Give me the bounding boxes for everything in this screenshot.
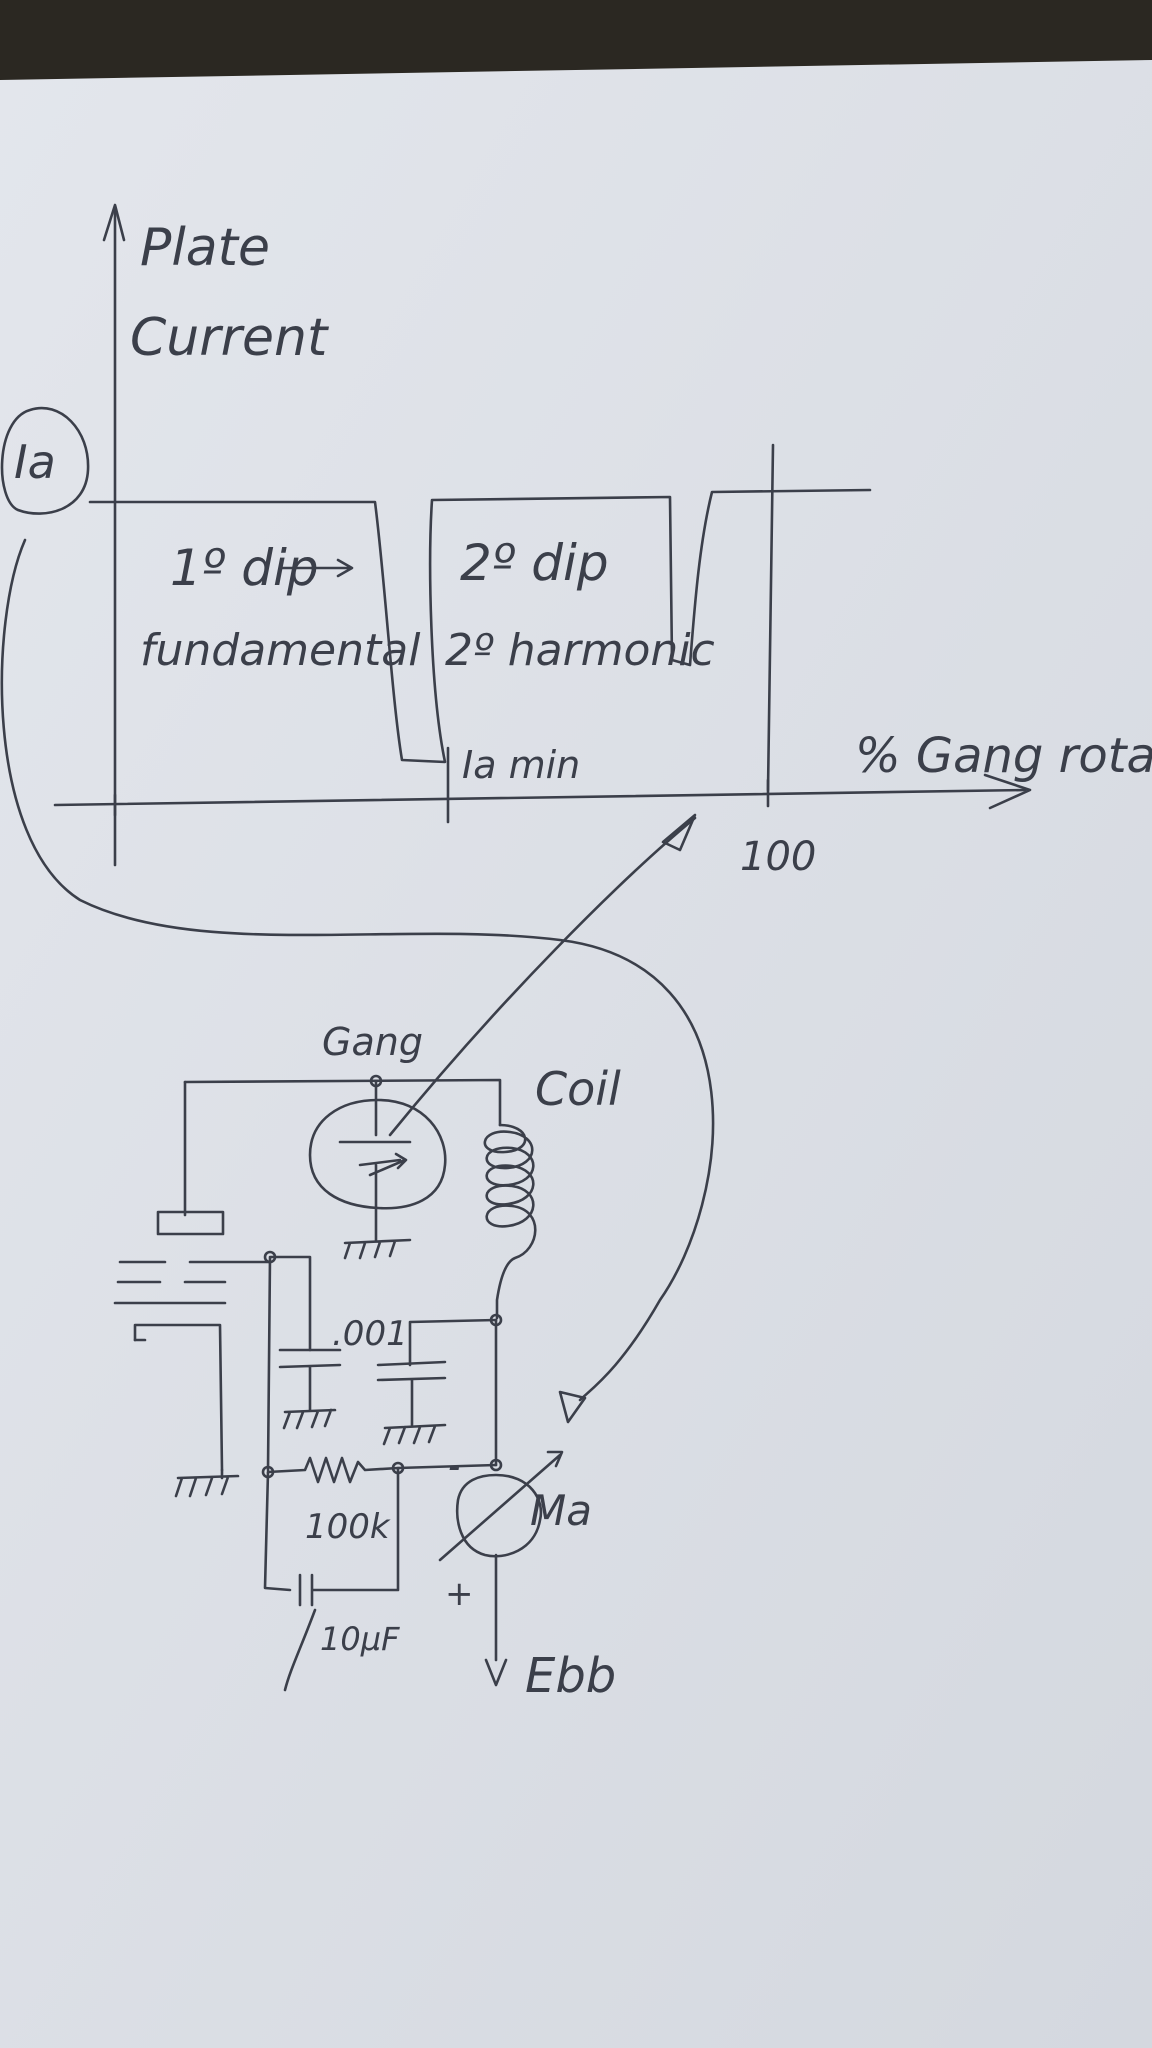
gang-capacitor-body [308, 1098, 447, 1210]
y-axis-label-current: Current [130, 308, 329, 368]
meter-plus: + [445, 1574, 474, 1614]
iamin-label: Ia min [462, 743, 580, 787]
gang-capacitor-plates [338, 1079, 412, 1242]
dip2-line2: 2º harmonic [445, 625, 715, 676]
cap-wire [266, 1255, 312, 1472]
y-axis-arrowhead [102, 203, 126, 242]
rc-network [263, 1466, 400, 1607]
ia-marker-text: Ia [14, 435, 56, 489]
cap-10uf-label: 10µF [320, 1620, 400, 1658]
dip1-line1: 1º dip [170, 539, 319, 597]
x-axis-arrowhead [983, 773, 1032, 810]
x-tick-100-label: 100 [740, 834, 816, 880]
y-axis-label-plate: Plate [140, 218, 270, 278]
antenna-plate [156, 1210, 225, 1236]
meter-minus: - [448, 1447, 460, 1487]
meter-arrow [438, 1450, 564, 1562]
paper-sheet [0, 60, 1152, 2048]
meter-circle [456, 1473, 543, 1558]
gang-label: Gang [322, 1020, 423, 1064]
dip1-arrow [278, 558, 354, 578]
cap-001 [278, 1348, 342, 1412]
dip2-line1: 2º dip [460, 534, 609, 592]
ia-marker-circle [0, 406, 90, 515]
left-bracket [133, 1323, 224, 1472]
supply-label: Ebb [525, 1648, 616, 1704]
x-axis-label: % Gang rotat [855, 728, 1152, 784]
coil-cap [376, 1360, 447, 1427]
resistor-label: 100k [305, 1507, 391, 1547]
supply-arrow [484, 1658, 508, 1687]
coil-label: Coil [535, 1062, 621, 1116]
vertical-100-line [766, 443, 775, 792]
left-ground [174, 1474, 240, 1498]
gang-to-graph-arrowhead [661, 813, 697, 852]
ia-to-meter-arrowhead [558, 1390, 587, 1424]
coil-cap-ground [382, 1423, 447, 1446]
top-wire [183, 1078, 502, 1127]
plate-current-curve [88, 488, 872, 764]
ia-to-meter-curve [0, 538, 715, 1402]
cap-10uf-leader [283, 1608, 317, 1692]
gang-capacitor-arrow [368, 1152, 408, 1177]
resistor-100k [266, 1456, 498, 1484]
x-axis [53, 788, 1027, 807]
gang-ground [343, 1238, 412, 1260]
cap-001-label: .001 [332, 1314, 408, 1354]
coil-cap-wire [408, 1318, 498, 1367]
coil-inductor [483, 1123, 537, 1320]
dip1-line2: fundamental [140, 625, 421, 676]
dashed-lines [113, 1260, 272, 1342]
cap-001-ground [282, 1408, 337, 1430]
meter-label: Ma [530, 1486, 592, 1535]
